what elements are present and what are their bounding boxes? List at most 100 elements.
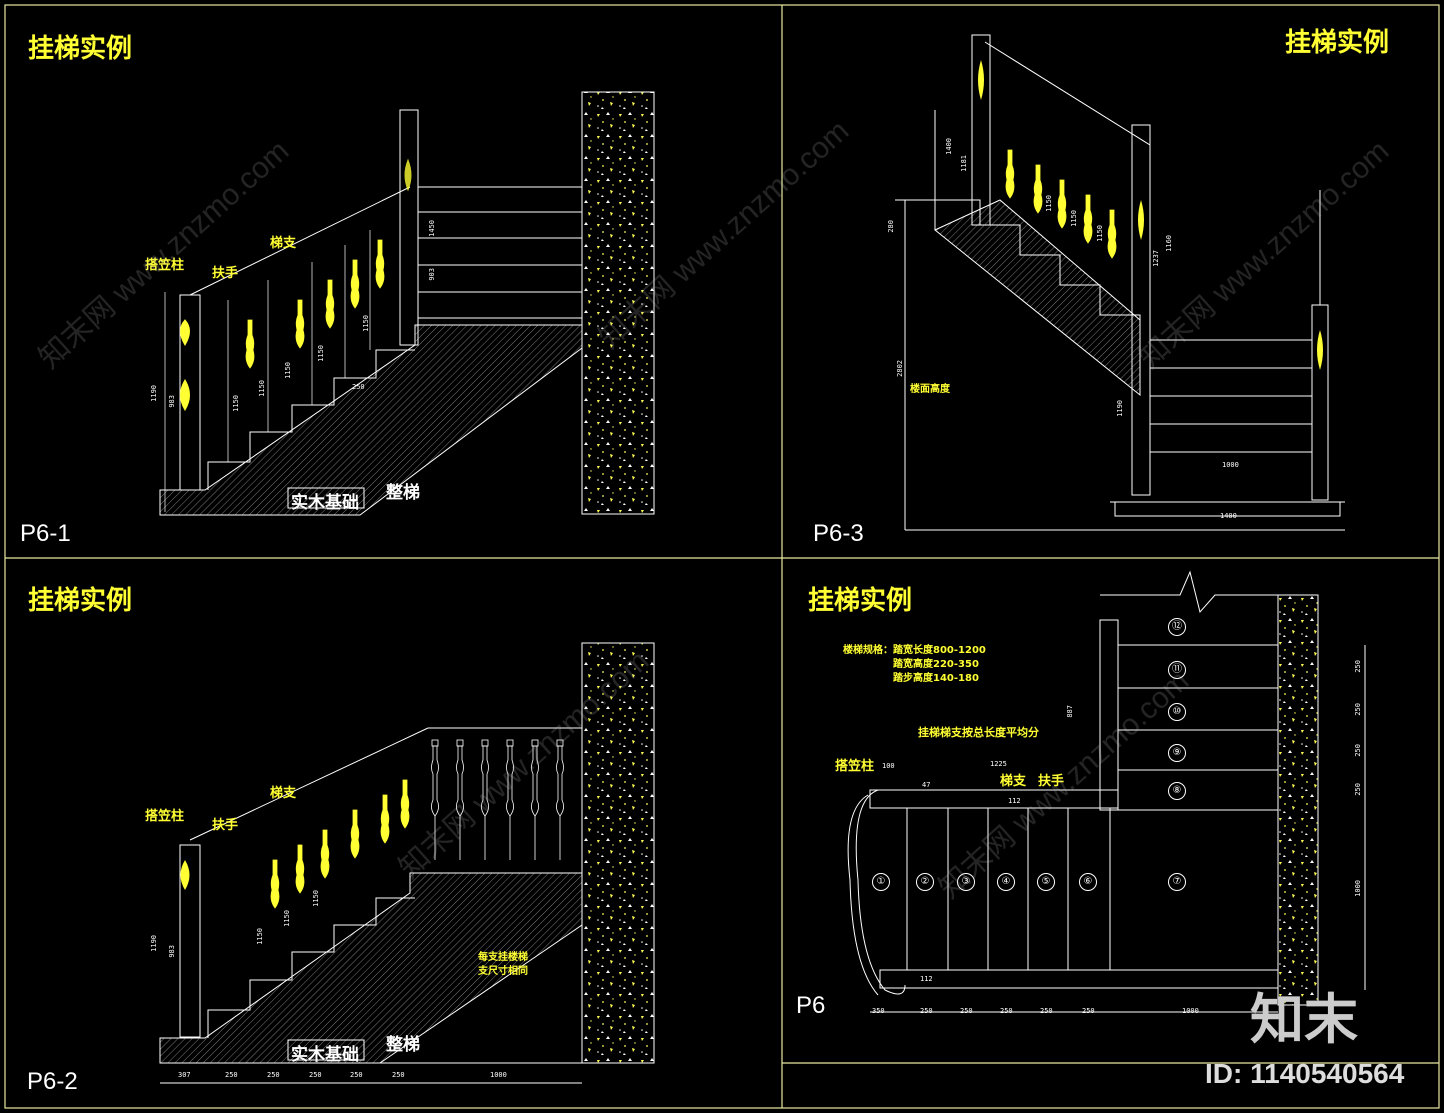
dim-text: 112 xyxy=(1008,797,1021,805)
dim-text: 250 xyxy=(920,1007,933,1015)
dim-text: 250 xyxy=(1354,783,1362,796)
label-post: 搭笠柱 xyxy=(145,809,185,824)
dim-text: 250 xyxy=(352,383,365,391)
watermark-id: ID: 1140540564 xyxy=(1205,1058,1405,1089)
dim-text: 47 xyxy=(922,781,931,789)
dim-text: 250 xyxy=(392,1071,405,1079)
dim-text: 1225 xyxy=(990,760,1007,768)
label-stair: 整梯 xyxy=(386,483,420,503)
panel-p6-1 xyxy=(159,91,655,516)
label-baluster: 梯支 xyxy=(1000,774,1027,789)
dim-text: 983 xyxy=(168,945,176,958)
dim-text: 1450 xyxy=(428,220,436,237)
dim-text: 1150 xyxy=(317,345,325,362)
dim-text: 1150 xyxy=(312,890,320,907)
dim-text: 2802 xyxy=(896,360,904,377)
dim-text: 1181 xyxy=(960,155,968,172)
dim-text: 887 xyxy=(1066,705,1074,718)
dim-text: 250 xyxy=(309,1071,322,1079)
step-6: ⑥ xyxy=(1079,873,1097,891)
panel-label-p6-3: P6-3 xyxy=(813,520,864,547)
step-2: ② xyxy=(916,873,934,891)
dim-text: 1190 xyxy=(1116,400,1124,417)
dim-text: 250 xyxy=(350,1071,363,1079)
panel-label-p6-1: P6-1 xyxy=(20,520,71,547)
step-7: ⑦ xyxy=(1168,873,1186,891)
label-handrail: 扶手 xyxy=(1038,774,1065,789)
label-handrail: 扶手 xyxy=(212,818,239,833)
panel-label-p6: P6 xyxy=(796,992,826,1019)
step-4: ④ xyxy=(997,873,1015,891)
dim-text: 350 xyxy=(872,1007,885,1015)
dim-text: 250 xyxy=(225,1071,238,1079)
panel-label-p6-2: P6-2 xyxy=(27,1068,78,1095)
dim-text: 1150 xyxy=(1070,210,1078,227)
label-base: 实木基础 xyxy=(291,493,359,513)
dim-text: 983 xyxy=(168,395,176,408)
dim-text: 1000 xyxy=(1182,1007,1199,1015)
label-note-2: 支尺寸相同 xyxy=(478,966,528,977)
step-11: ⑪ xyxy=(1168,661,1186,679)
label-stair: 整梯 xyxy=(386,1035,420,1055)
panel-p6-3 xyxy=(895,34,1345,531)
label-floor-height: 楼面高度 xyxy=(910,384,950,395)
step-12: ⑫ xyxy=(1168,618,1186,636)
step-3: ③ xyxy=(957,873,975,891)
step-5: ⑤ xyxy=(1037,873,1055,891)
step-8: ⑧ xyxy=(1168,782,1186,800)
dim-text: 250 xyxy=(960,1007,973,1015)
step-10: ⑩ xyxy=(1168,703,1186,721)
dim-text: 1237 xyxy=(1152,250,1160,267)
step-1: ① xyxy=(872,873,890,891)
dim-text: 1400 xyxy=(1220,512,1237,520)
dim-text: 250 xyxy=(1354,703,1362,716)
spec-line-3: 踏步高度140-180 xyxy=(893,673,979,684)
panel-p6-2 xyxy=(159,642,655,1084)
panel-title-p6: 挂梯实例 xyxy=(808,586,913,616)
label-baluster: 梯支 xyxy=(270,786,297,801)
dim-text: 1400 xyxy=(945,138,953,155)
label-handrail: 扶手 xyxy=(212,266,239,281)
step-9: ⑨ xyxy=(1168,744,1186,762)
dim-text: 1190 xyxy=(150,385,158,402)
dim-text: 1160 xyxy=(1165,235,1173,252)
dim-text: 1150 xyxy=(258,380,266,397)
spec-line-2: 踏宽高度220-350 xyxy=(893,659,979,670)
dim-text: 1150 xyxy=(283,910,291,927)
dim-text: 250 xyxy=(267,1071,280,1079)
dim-text: 1150 xyxy=(362,315,370,332)
dim-text: 100 xyxy=(882,762,895,770)
label-baluster: 梯支 xyxy=(270,236,297,251)
label-base: 实木基础 xyxy=(291,1045,359,1065)
dim-text: 1000 xyxy=(490,1071,507,1079)
dim-text: 1190 xyxy=(150,935,158,952)
dim-text: 1150 xyxy=(232,395,240,412)
label-post: 搭笠柱 xyxy=(145,258,185,273)
dim-text: 250 xyxy=(1000,1007,1013,1015)
label-note-1: 每支挂楼梯 xyxy=(478,952,528,963)
panel-title-p6-1: 挂梯实例 xyxy=(28,34,133,64)
dim-text: 1150 xyxy=(284,362,292,379)
dim-text: 1150 xyxy=(1096,225,1104,242)
dim-text: 280 xyxy=(887,220,895,233)
dim-text: 1150 xyxy=(256,928,264,945)
dim-text: 307 xyxy=(178,1071,191,1079)
dim-text: 250 xyxy=(1354,660,1362,673)
dim-text: 250 xyxy=(1040,1007,1053,1015)
panel-p6 xyxy=(847,570,1366,1013)
panel-title-p6-2: 挂梯实例 xyxy=(28,586,133,616)
frame-lines xyxy=(4,4,1440,1109)
dim-text: 1000 xyxy=(1222,461,1239,469)
spec-line-1: 楼梯规格：踏宽长度800-1200 xyxy=(843,645,986,656)
dim-text: 1150 xyxy=(1045,195,1053,212)
dim-text: 112 xyxy=(920,975,933,983)
label-post: 搭笠柱 xyxy=(835,759,875,774)
spec-line-4: 挂梯梯支按总长度平均分 xyxy=(918,726,1039,739)
dim-text: 1000 xyxy=(1354,880,1362,897)
panel-title-p6-3: 挂梯实例 xyxy=(1285,28,1390,58)
watermark-logo: 知末 xyxy=(1250,988,1358,1051)
dim-text: 250 xyxy=(1354,744,1362,757)
dim-text: 250 xyxy=(1082,1007,1095,1015)
dim-text: 903 xyxy=(428,268,436,281)
